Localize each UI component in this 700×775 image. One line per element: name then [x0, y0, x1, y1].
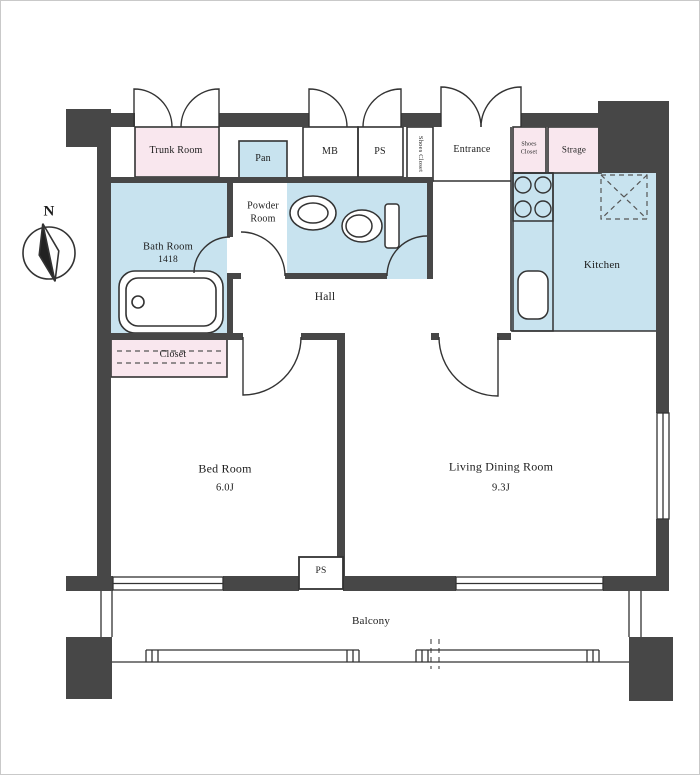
storage-fills [111, 128, 600, 377]
bathtub-icon [118, 270, 224, 334]
walls [66, 101, 673, 701]
kitchen-sink-icon [517, 270, 549, 320]
kitchen-counter [512, 172, 554, 332]
dashed-details [117, 174, 648, 669]
stove-icon [514, 176, 552, 218]
balcony-railing [100, 591, 642, 663]
ps-bottom-box [298, 556, 344, 590]
door-arcs [133, 86, 522, 397]
windows [112, 412, 670, 591]
washbasin-icon [289, 195, 337, 231]
toilet-icon [341, 203, 400, 249]
north-compass-icon [22, 223, 76, 282]
